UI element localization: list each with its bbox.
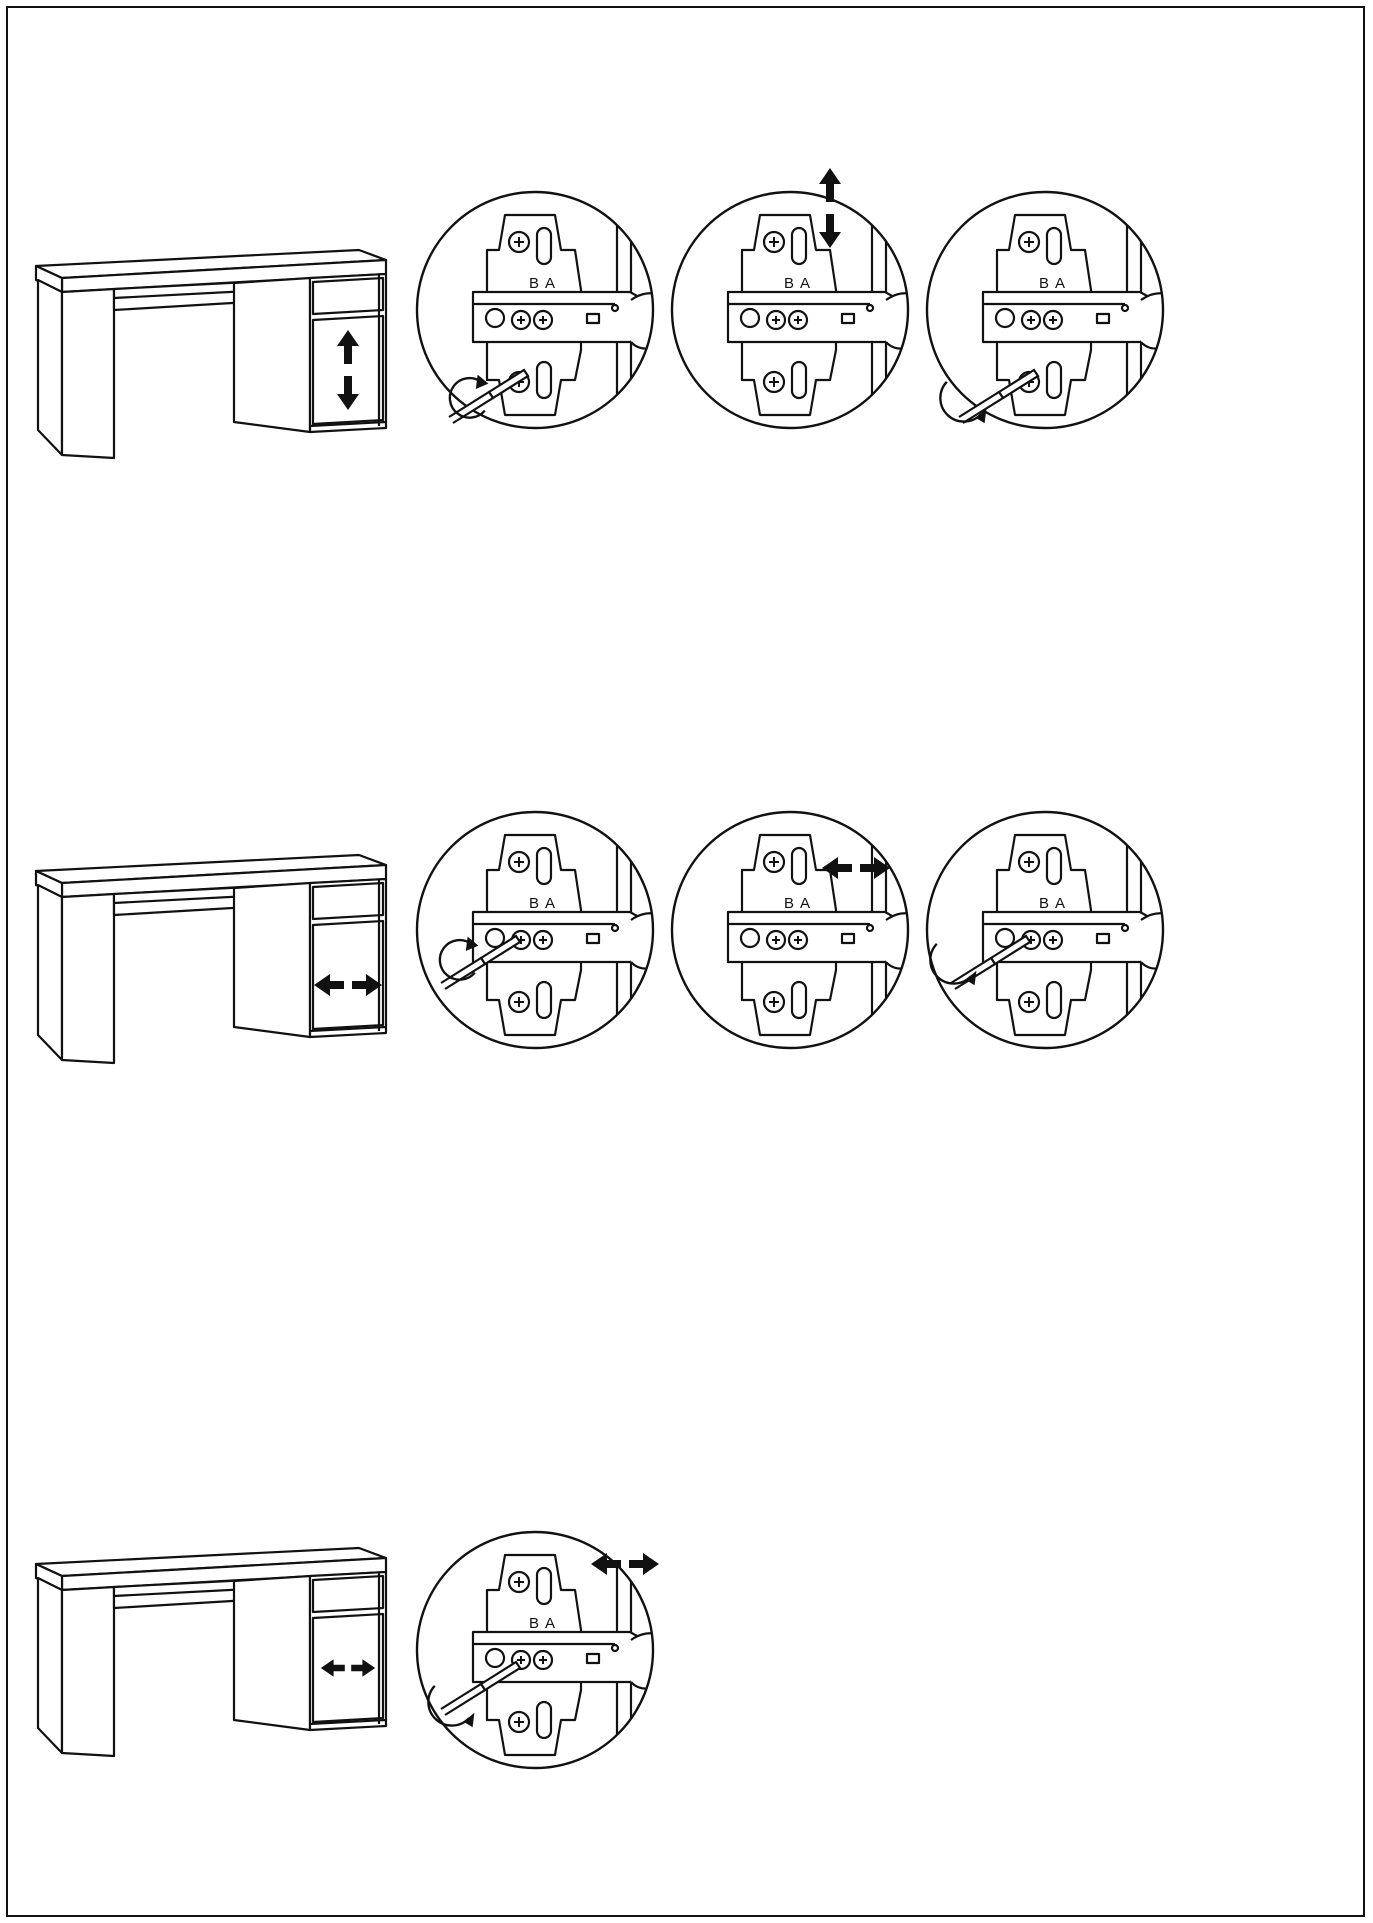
hinge-label-b: B [529, 275, 539, 292]
page-border [6, 6, 1365, 1917]
desk-illustration [34, 853, 388, 1065]
hinge-label-a: A [1055, 275, 1065, 292]
horizontal-double-arrow-icon [591, 1553, 659, 1575]
hinge-label-a: A [800, 275, 810, 292]
hinge-detail-1: B A [405, 180, 665, 440]
hinge-label-a: A [545, 275, 555, 292]
hinge-detail-5: B A [660, 800, 920, 1060]
hinge-detail-2: B A [660, 168, 920, 440]
hinge-detail-3: B A [915, 180, 1175, 440]
desk-illustration [34, 248, 388, 460]
vertical-double-arrow-icon [819, 168, 841, 248]
hinge-detail-4: B A [405, 800, 665, 1060]
desk-illustration [34, 1546, 388, 1758]
hinge-label-a: A [1055, 895, 1065, 912]
hinge-label-b: B [784, 275, 794, 292]
hinge-label-b: B [1039, 895, 1049, 912]
hinge-detail-7: B A [405, 1520, 665, 1780]
hinge-label-b: B [529, 895, 539, 912]
horizontal-double-arrow-icon [822, 857, 890, 879]
hinge-label-a: A [545, 895, 555, 912]
hinge-label-b: B [784, 895, 794, 912]
hinge-label-b: B [529, 1615, 539, 1632]
hinge-detail-6: B A [915, 800, 1175, 1060]
hinge-label-a: A [800, 895, 810, 912]
hinge-label-b: B [1039, 275, 1049, 292]
hinge-label-a: A [545, 1615, 555, 1632]
